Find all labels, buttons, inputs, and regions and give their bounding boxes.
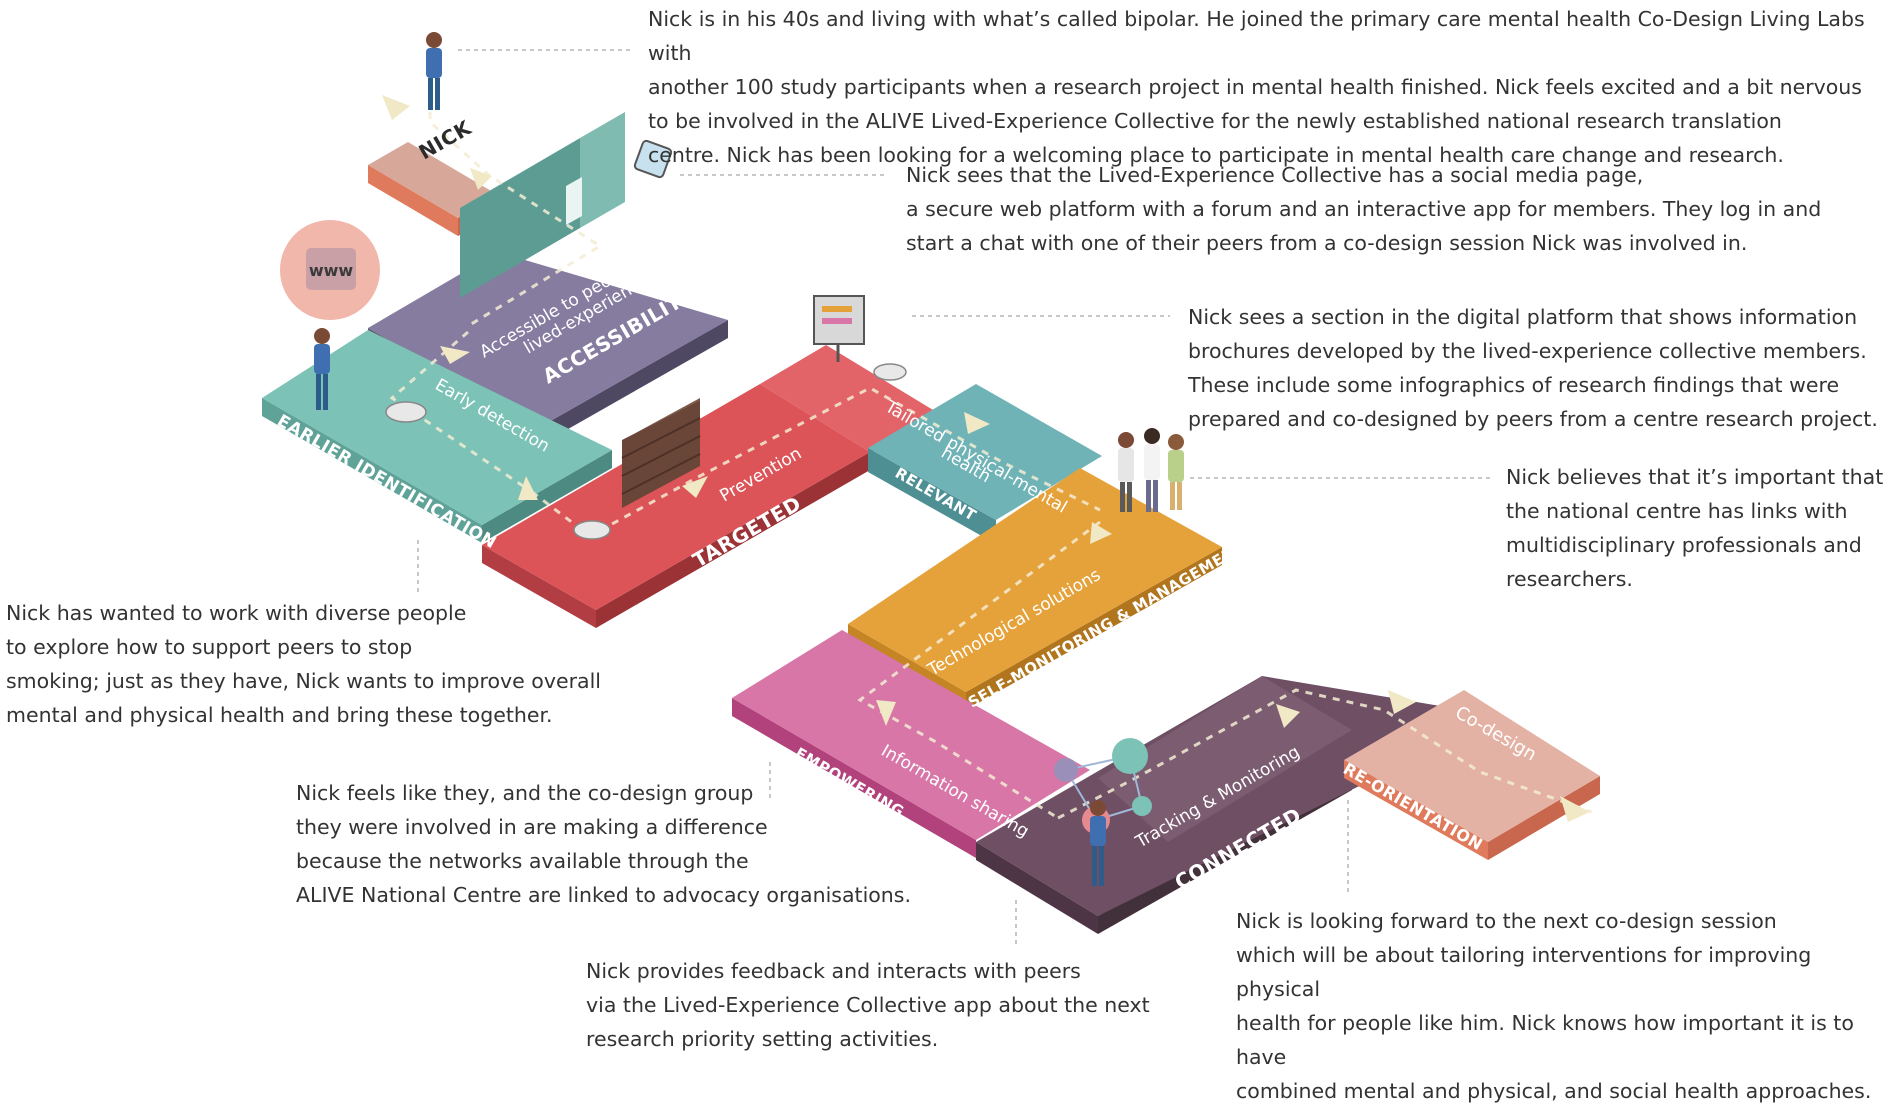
bookshelf-icon (621, 398, 701, 508)
segment-empowering (732, 630, 1090, 858)
professionals-group-icon (1118, 428, 1184, 512)
nick-figure-icon (426, 32, 442, 110)
note-social-media: Nick sees that the Lived-Experience Coll… (906, 163, 1822, 255)
www-badge-icon: www (280, 220, 380, 320)
network-nodes-icon (1054, 738, 1152, 834)
www-label: www (309, 261, 354, 280)
phone-icon (633, 139, 673, 179)
note-brochures: Nick sees a section in the digital platf… (1188, 305, 1878, 431)
table-chairs-icon (385, 363, 907, 540)
presentation-board-icon (813, 295, 865, 362)
nick-figure-icon (314, 328, 330, 410)
leader-lines (417, 49, 1494, 945)
journey-diagram: www (262, 32, 1600, 945)
note-smoking: Nick has wanted to work with diverse peo… (6, 601, 601, 727)
nick-figure-icon (1090, 800, 1106, 886)
note-feedback: Nick provides feedback and interacts wit… (586, 959, 1150, 1051)
note-professionals: Nick believes that it’s important that t… (1506, 465, 1884, 591)
note-co-design: Nick is looking forward to the next co-d… (1236, 909, 1872, 1103)
note-intro: Nick is in his 40s and living with what’… (648, 7, 1865, 167)
note-advocacy: Nick feels like they, and the co-design … (296, 781, 911, 907)
